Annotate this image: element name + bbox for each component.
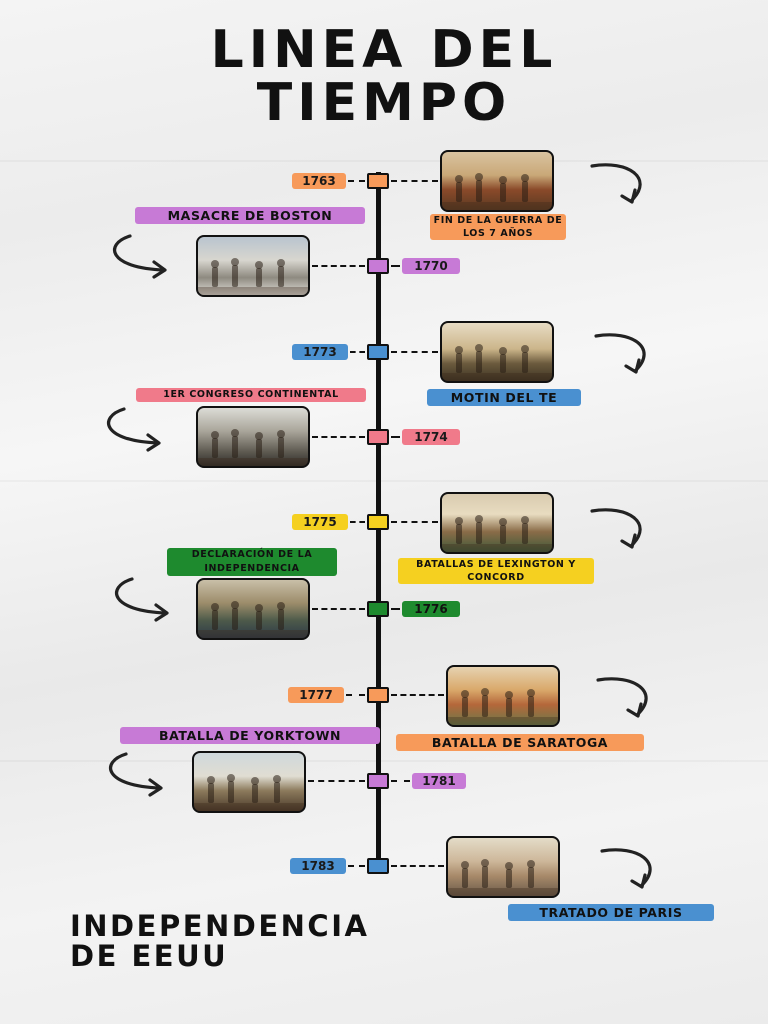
curved-arrow-icon xyxy=(594,674,664,724)
connector-right xyxy=(391,521,438,523)
painting-figures-icon xyxy=(198,258,308,295)
year-badge-1776: 1776 xyxy=(402,601,460,617)
event-image-declaration-painting xyxy=(196,578,310,640)
year-badge-1773: 1773 xyxy=(292,344,348,360)
event-label-1781: BATALLA DE YORKTOWN xyxy=(120,727,380,744)
page-title-line-1: LINEA DEL xyxy=(210,20,558,80)
event-label-1774: 1ER CONGRESO CONTINENTAL xyxy=(136,388,366,402)
connector-left xyxy=(348,865,365,867)
event-image-battle-painting xyxy=(440,150,554,212)
painting-figures-icon xyxy=(448,688,558,725)
curved-arrow-icon xyxy=(598,845,668,895)
connector-left xyxy=(348,180,365,182)
connector-left xyxy=(346,694,365,696)
connector-right xyxy=(391,694,444,696)
event-label-1770: MASACRE DE BOSTON xyxy=(135,207,365,224)
footer-line-2: DE EEUU xyxy=(70,939,229,973)
year-badge-1781: 1781 xyxy=(412,773,466,789)
event-label-1763: FIN DE LA GUERRA DE LOS 7 AÑOS xyxy=(430,214,566,240)
connector-right xyxy=(391,180,438,182)
curved-arrow-icon xyxy=(588,505,658,555)
timeline-node-1763 xyxy=(367,173,389,189)
painting-figures-icon xyxy=(198,429,308,466)
curved-arrow-icon xyxy=(588,160,658,210)
year-badge-1783: 1783 xyxy=(290,858,346,874)
painting-figures-icon xyxy=(194,774,304,811)
timeline-node-1774 xyxy=(367,429,389,445)
connector-left xyxy=(312,608,365,610)
event-image-yorktown-painting xyxy=(192,751,306,813)
event-label-1776: DECLARACIÓN DE LA INDEPENDENCIA xyxy=(167,548,337,576)
curved-arrow-icon xyxy=(592,330,662,380)
connector-right xyxy=(391,865,444,867)
connector-left xyxy=(350,351,365,353)
timeline-node-1770 xyxy=(367,258,389,274)
event-image-saratoga-painting xyxy=(446,665,560,727)
connector-right xyxy=(391,608,400,610)
year-badge-1770: 1770 xyxy=(402,258,460,274)
connector-right xyxy=(391,265,400,267)
timeline-node-1776 xyxy=(367,601,389,617)
event-image-tea-party-painting xyxy=(440,321,554,383)
connector-right xyxy=(391,780,410,782)
painting-figures-icon xyxy=(442,515,552,552)
painting-figures-icon xyxy=(442,173,552,210)
painting-figures-icon xyxy=(198,601,308,638)
event-label-1777: BATALLA DE SARATOGA xyxy=(396,734,644,751)
year-badge-1763: 1763 xyxy=(292,173,346,189)
year-badge-1774: 1774 xyxy=(402,429,460,445)
event-label-1783: TRATADO DE PARIS xyxy=(508,904,714,921)
connector-left xyxy=(312,265,365,267)
event-label-1773: MOTIN DEL TE xyxy=(427,389,581,406)
year-badge-1777: 1777 xyxy=(288,687,344,703)
connector-left xyxy=(308,780,365,782)
connector-right xyxy=(391,436,400,438)
event-image-boston-massacre-engraving xyxy=(196,235,310,297)
curved-arrow-icon xyxy=(100,750,170,800)
timeline-node-1773 xyxy=(367,344,389,360)
connector-left xyxy=(350,521,365,523)
event-image-paris-treaty-painting xyxy=(446,836,560,898)
painting-figures-icon xyxy=(448,859,558,896)
curved-arrow-icon xyxy=(98,405,168,455)
timeline-node-1775 xyxy=(367,514,389,530)
page-title-line-2: TIEMPO xyxy=(256,73,512,133)
footer-line-1: INDEPENDENCIA xyxy=(70,909,370,943)
connector-left xyxy=(312,436,365,438)
event-label-1775: BATALLAS DE LEXINGTON Y CONCORD xyxy=(398,558,594,584)
event-image-congress-engraving xyxy=(196,406,310,468)
painting-figures-icon xyxy=(442,344,552,381)
year-badge-1775: 1775 xyxy=(292,514,348,530)
event-image-lexington-painting xyxy=(440,492,554,554)
timeline-node-1783 xyxy=(367,858,389,874)
connector-right xyxy=(391,351,438,353)
timeline-node-1777 xyxy=(367,687,389,703)
timeline-node-1781 xyxy=(367,773,389,789)
curved-arrow-icon xyxy=(106,575,176,625)
curved-arrow-icon xyxy=(104,232,174,282)
